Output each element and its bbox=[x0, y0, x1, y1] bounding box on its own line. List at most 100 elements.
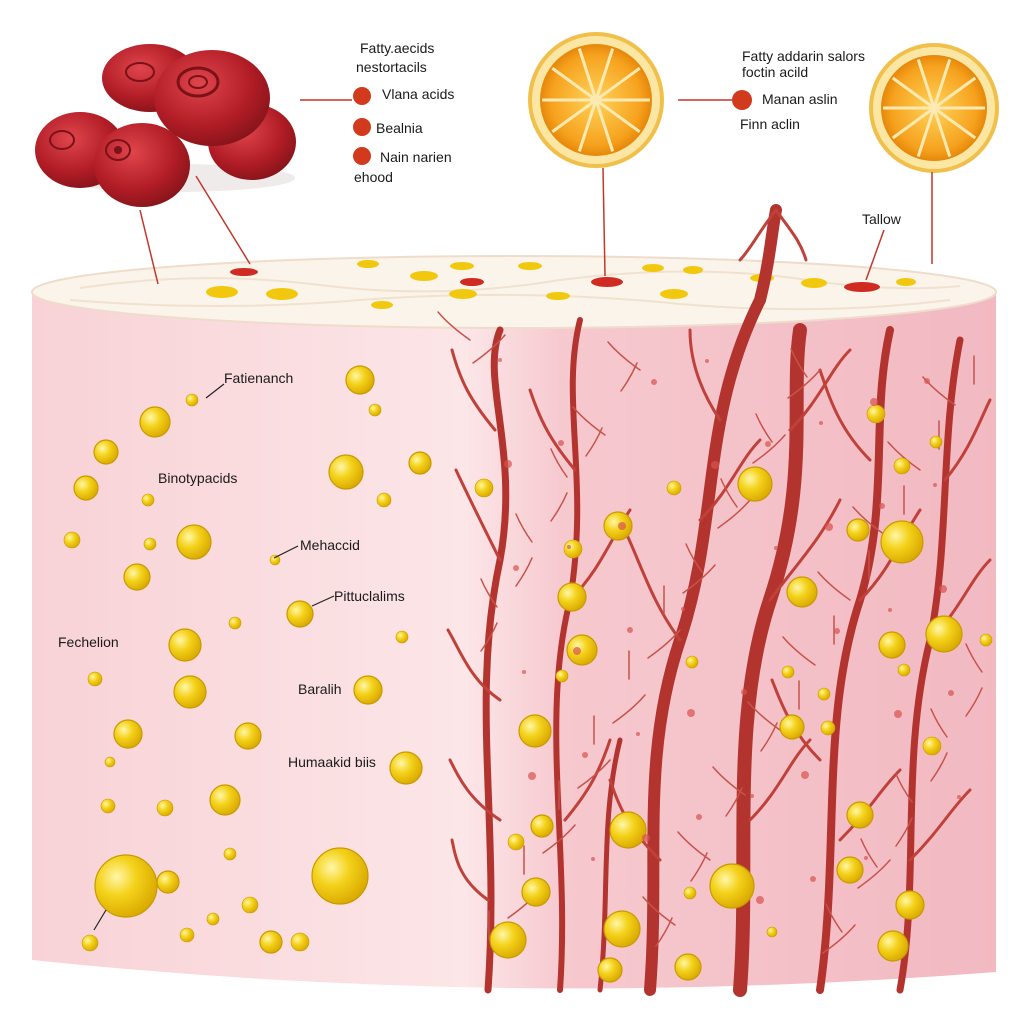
fat-globule bbox=[597, 957, 623, 983]
label-binotypacids: Binotypacids bbox=[158, 470, 238, 486]
fat-globule bbox=[609, 811, 647, 849]
fat-globule bbox=[73, 475, 99, 501]
fat-globule bbox=[786, 576, 818, 608]
fat-globule bbox=[897, 663, 911, 677]
tissue-dots bbox=[498, 358, 961, 904]
blood-vessels bbox=[437, 204, 992, 997]
surface-fat-drops bbox=[206, 260, 916, 309]
label-top-left-item-3b: ehood bbox=[354, 169, 393, 185]
fat-globule bbox=[168, 628, 202, 662]
label-baralih: Baralih bbox=[298, 681, 342, 697]
fat-globule bbox=[566, 634, 598, 666]
fat-globule bbox=[290, 932, 310, 952]
fat-globule bbox=[979, 633, 993, 647]
fat-globule bbox=[81, 934, 99, 952]
citrus-slice-left bbox=[528, 32, 664, 168]
label-leaders bbox=[93, 383, 335, 931]
fat-globule bbox=[156, 870, 180, 894]
fat-globule bbox=[286, 600, 314, 628]
fat-globule bbox=[311, 847, 369, 905]
fat-globule bbox=[223, 847, 237, 861]
fat-globule bbox=[408, 451, 432, 475]
bullet-icon bbox=[353, 87, 371, 105]
bullet-icon bbox=[353, 118, 371, 136]
label-top-right-header-1: Fatty addarin salors bbox=[742, 48, 865, 64]
label-top-right-header-2: foctin acild bbox=[742, 64, 809, 80]
fat-globule bbox=[389, 751, 423, 785]
fat-globule bbox=[603, 910, 641, 948]
fat-globule bbox=[87, 671, 103, 687]
fat-globule bbox=[781, 665, 795, 679]
fat-globules bbox=[63, 365, 993, 983]
fat-globule bbox=[922, 736, 942, 756]
fat-globule bbox=[104, 756, 116, 768]
fat-globule bbox=[666, 480, 682, 496]
fat-globule bbox=[94, 854, 158, 918]
fat-globule bbox=[709, 863, 755, 909]
fat-globule bbox=[228, 616, 242, 630]
fat-globule bbox=[269, 554, 281, 566]
fat-globule bbox=[345, 365, 375, 395]
meat-piece bbox=[154, 50, 270, 146]
fat-globule bbox=[836, 856, 864, 884]
fat-globule bbox=[353, 675, 383, 705]
fat-globule bbox=[113, 719, 143, 749]
fat-globule bbox=[376, 492, 392, 508]
fat-globule bbox=[893, 457, 911, 475]
fat-globule bbox=[563, 539, 583, 559]
fat-globule bbox=[880, 520, 924, 564]
fat-globule bbox=[328, 454, 364, 490]
label-top-left-header-2: nestortacils bbox=[356, 59, 427, 75]
fat-globule bbox=[241, 896, 259, 914]
fat-globule bbox=[173, 675, 207, 709]
label-humaakid: Humaakid biis bbox=[288, 754, 376, 770]
fat-globule bbox=[209, 784, 241, 816]
fat-globule bbox=[530, 814, 554, 838]
fat-globule bbox=[474, 478, 494, 498]
fat-globule bbox=[518, 714, 552, 748]
fat-globule bbox=[895, 890, 925, 920]
label-top-left-item-2: Bealnia bbox=[376, 120, 423, 136]
label-tallow: Tallow bbox=[862, 211, 901, 227]
fat-globule bbox=[176, 524, 212, 560]
legend-bullets bbox=[353, 87, 752, 165]
fat-globule bbox=[185, 393, 199, 407]
top-surface bbox=[31, 255, 997, 329]
fat-globule bbox=[143, 537, 157, 551]
label-fatienanch: Fatienanch bbox=[224, 370, 294, 386]
fat-globule bbox=[925, 615, 963, 653]
fat-globule bbox=[878, 631, 906, 659]
fat-globule bbox=[685, 655, 699, 669]
fat-globule bbox=[683, 886, 697, 900]
fat-globule bbox=[234, 722, 262, 750]
meat-piece bbox=[94, 123, 190, 207]
fat-globule bbox=[766, 926, 778, 938]
fat-globule bbox=[100, 798, 116, 814]
fat-globule bbox=[737, 466, 773, 502]
fat-globule bbox=[395, 630, 409, 644]
fat-globule bbox=[93, 439, 119, 465]
fat-globule bbox=[820, 720, 836, 736]
fat-globule bbox=[929, 435, 943, 449]
label-mehaccid: Mehaccid bbox=[300, 537, 360, 553]
fat-globule bbox=[557, 582, 587, 612]
fat-globule bbox=[521, 877, 551, 907]
fat-globule bbox=[779, 714, 805, 740]
fat-globule bbox=[846, 518, 870, 542]
fat-globule bbox=[866, 404, 886, 424]
fat-globule bbox=[206, 912, 220, 926]
fat-globule bbox=[63, 531, 81, 549]
fat-globule bbox=[817, 687, 831, 701]
label-top-right-item-2: Finn aclin bbox=[740, 116, 800, 132]
bullet-icon bbox=[732, 90, 752, 110]
fat-globule bbox=[141, 493, 155, 507]
fat-globule bbox=[368, 403, 382, 417]
fat-globule bbox=[846, 801, 874, 829]
fat-globule bbox=[123, 563, 151, 591]
fat-globule bbox=[674, 953, 702, 981]
callout-lines bbox=[139, 99, 933, 285]
meat-pieces-illustration bbox=[35, 44, 296, 207]
label-top-left-item-1: Vlana acids bbox=[382, 86, 455, 102]
fat-globule bbox=[555, 669, 569, 683]
